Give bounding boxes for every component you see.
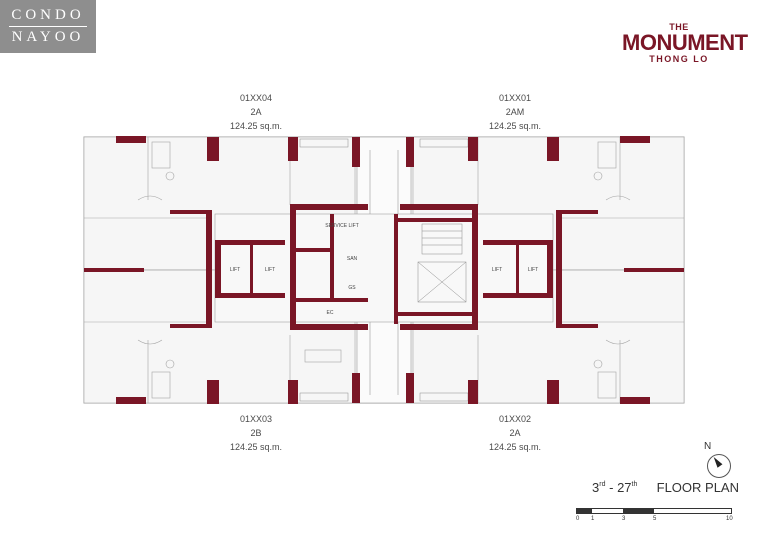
floor-dash: - (609, 480, 614, 495)
scale-tick: 5 (653, 516, 657, 522)
watermark: CONDO NAYOO (0, 0, 96, 53)
logo-the: THE (669, 22, 689, 32)
scale-tick: 10 (726, 516, 733, 522)
scale-segment (623, 509, 654, 513)
floor-to-sup: th (631, 481, 638, 488)
floor-plan-title: 3rd - 27th FLOOR PLAN (592, 480, 739, 495)
unit-type: 2B (250, 428, 262, 438)
brand-logo: THE MONUMENT THONG LO (622, 22, 748, 64)
watermark-rule (9, 26, 87, 27)
san-room-label: SAN (347, 256, 358, 262)
unit-label-bottom-left[interactable]: 01XX03 2B 124.25 sq.m. (196, 412, 316, 454)
service-lift-label: SERVICE LIFT (325, 223, 359, 229)
logo-name: MONUMENT (622, 30, 748, 55)
unit-label-bottom-right[interactable]: 01XX02 2A 124.25 sq.m. (455, 412, 575, 454)
lift-label-1: LIFT (230, 267, 240, 273)
north-label: N (704, 441, 712, 452)
ec-room-label: EC (327, 310, 334, 316)
unit-type: 2A (250, 107, 262, 117)
unit-area: 124.25 sq.m. (229, 442, 283, 452)
floor-from: 3 (592, 480, 600, 495)
unit-id: 01XX03 (239, 414, 273, 424)
unit-area: 124.25 sq.m. (229, 121, 283, 131)
lift-label-3: LIFT (492, 267, 502, 273)
compass-circle (707, 454, 731, 478)
unit-label-top-right[interactable]: 01XX01 2AM 124.25 sq.m. (455, 91, 575, 133)
watermark-line2: NAYOO (11, 29, 85, 45)
unit-id: 01XX02 (498, 414, 532, 424)
scale-segment (577, 509, 592, 513)
unit-id: 01XX04 (239, 93, 273, 103)
lift-label-4: LIFT (528, 267, 538, 273)
gs-room-label: GS (348, 285, 356, 291)
unit-type: 2AM (505, 107, 525, 117)
unit-id: 01XX01 (498, 93, 532, 103)
scale-tick: 0 (576, 516, 580, 522)
scale-tick: 3 (622, 516, 626, 522)
north-compass: N (704, 441, 732, 481)
watermark-line1: CONDO (11, 7, 85, 23)
logo-location: THONG LO (649, 54, 709, 64)
unit-area: 124.25 sq.m. (488, 442, 542, 452)
unit-area: 124.25 sq.m. (488, 121, 542, 131)
scale-tick: 1 (591, 516, 595, 522)
lobby-corridor (214, 213, 554, 323)
floor-from-sup: rd (599, 481, 606, 488)
scale-bar-frame (576, 508, 732, 514)
unit-type: 2A (509, 428, 521, 438)
scale-bar: 0 1 3 5 10 (576, 508, 733, 530)
unit-label-top-left[interactable]: 01XX04 2A 124.25 sq.m. (196, 91, 316, 133)
lift-label-2: LIFT (265, 267, 275, 273)
floor-to: 27 (617, 480, 632, 495)
floor-plan-text: FLOOR PLAN (656, 480, 739, 495)
